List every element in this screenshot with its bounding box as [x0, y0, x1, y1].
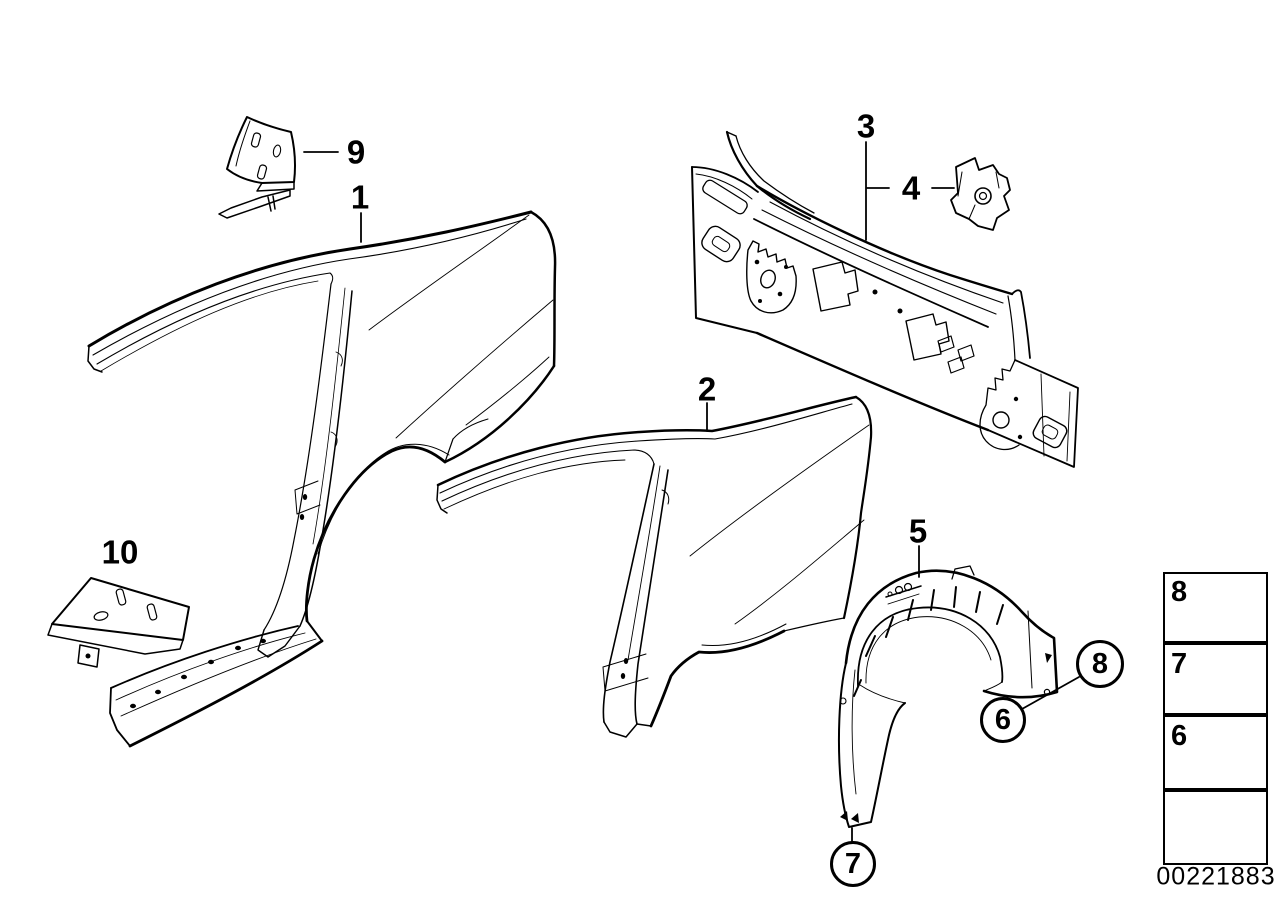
callout-7-circle[interactable]: 7	[830, 841, 876, 887]
callout-10[interactable]: 10	[101, 533, 139, 571]
callout-6-circle[interactable]: 6	[980, 697, 1026, 743]
wheel-arch-liner-part-5[interactable]	[837, 565, 1059, 828]
legend-box-direction-arrow[interactable]	[1163, 790, 1268, 865]
side-panel-part-1[interactable]	[87, 210, 557, 748]
bracket-part-10[interactable]	[47, 577, 190, 668]
tail-panel-part-3[interactable]	[691, 130, 1079, 468]
legend-number-8: 8	[1171, 576, 1188, 608]
panel2-wheel-arch	[649, 629, 786, 728]
legend-number-6: 6	[1171, 720, 1188, 752]
callout-3[interactable]: 3	[856, 107, 876, 145]
callout-9[interactable]: 9	[346, 133, 366, 171]
side-panel-part-2[interactable]	[436, 395, 873, 738]
diagram-id: 00221883	[1156, 862, 1276, 891]
panel2-roof-rail-outline	[436, 395, 858, 487]
callout-8-circle[interactable]: 8	[1076, 640, 1124, 688]
liner-outer-shell	[844, 569, 1059, 699]
legend-box-clip-nut[interactable]	[1163, 572, 1268, 643]
legend-box-screw[interactable]	[1163, 715, 1268, 790]
legend-box-flange-nut[interactable]	[1163, 643, 1268, 715]
bracket-part-9[interactable]	[218, 116, 296, 219]
callout-4[interactable]: 4	[901, 169, 921, 207]
tail-panel-top-edge	[755, 184, 1014, 296]
tail-panel-right-plate	[987, 359, 1079, 468]
panel1-sill-holes	[130, 638, 266, 709]
panel1-wheel-arch	[305, 445, 447, 623]
callout-2[interactable]: 2	[697, 370, 717, 408]
legend-number-7: 7	[1171, 648, 1188, 680]
bracket-part-4[interactable]	[950, 157, 1011, 231]
leader-lines	[303, 141, 1080, 842]
liner-rib-slots	[853, 586, 1004, 697]
callout-5[interactable]: 5	[908, 512, 928, 550]
callout-1[interactable]: 1	[350, 178, 370, 216]
panel1-roof-rail-outline	[87, 210, 533, 348]
